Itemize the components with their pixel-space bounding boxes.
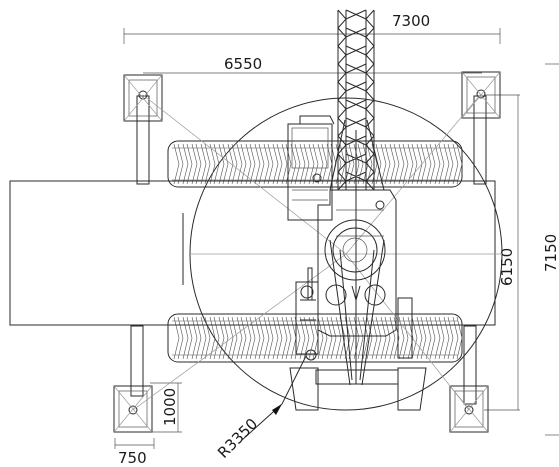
dim-label-overall-length: 7150	[542, 234, 559, 272]
dim-pad-length: 1000	[150, 382, 182, 433]
outrigger-beam-rear-left	[130, 325, 144, 397]
crawler-track-front	[167, 140, 463, 188]
dim-swing-radius: R3350	[214, 355, 307, 462]
construction-lines	[132, 93, 502, 411]
dim-label-pad-length: 1000	[161, 388, 179, 426]
dim-overall-width: 7300	[123, 12, 501, 44]
dim-outrigger-span: 6550	[143, 55, 482, 74]
outrigger-pads	[113, 71, 501, 433]
dim-overall-length: 7150	[542, 63, 559, 436]
dim-label-outrigger-span: 6550	[224, 55, 262, 73]
boom-lattice	[329, 9, 385, 191]
operator-cab	[287, 115, 335, 221]
rear-blocks	[289, 367, 427, 411]
dim-pad-width: 750	[114, 438, 155, 467]
car-body-frame	[9, 180, 496, 326]
dim-label-pad-width: 750	[118, 449, 147, 467]
outrigger-pad-front-right	[461, 71, 501, 119]
outrigger-beams	[130, 95, 487, 405]
outrigger-pad-rear-left	[113, 385, 153, 433]
outrigger-beam-rear-right	[463, 325, 477, 405]
crawler-track-rear	[167, 313, 463, 363]
dim-label-overall-width: 7300	[392, 12, 430, 30]
outrigger-pad-front-left	[123, 74, 163, 122]
upper-structure	[295, 173, 413, 361]
outrigger-beam-front-right	[473, 95, 487, 185]
dim-label-swing-radius: R3350	[214, 415, 261, 462]
dim-label-outrigger-length: 6150	[498, 248, 516, 286]
hook-indicator	[351, 285, 361, 302]
outrigger-beam-front-left	[136, 95, 150, 185]
dim-outrigger-length: 6150	[484, 94, 520, 411]
